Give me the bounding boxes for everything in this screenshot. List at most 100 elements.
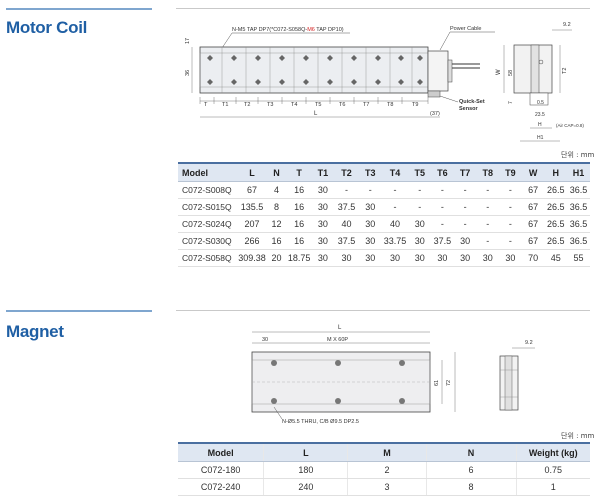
column-header: T4	[381, 163, 409, 182]
motor-coil-unit: 단위 : mm	[561, 151, 595, 159]
side-T2: T2	[562, 68, 568, 74]
magnet-dim-mx60p: M X 60P	[327, 337, 348, 343]
table-cell: 30	[408, 215, 432, 233]
column-header: T3	[358, 163, 382, 182]
table-cell: 309.38	[237, 249, 267, 267]
table-cell: -	[408, 198, 432, 216]
column-header: L	[237, 163, 267, 182]
table-cell: 30	[358, 215, 382, 233]
column-header: Model	[178, 163, 238, 182]
magnet-dim-61: 61	[434, 380, 440, 386]
side-23-5: 23.5	[535, 112, 545, 118]
table-cell: 26.5	[544, 215, 568, 233]
table-cell: 30	[408, 232, 432, 250]
table-cell: 26.5	[544, 232, 568, 250]
table-cell: 67	[521, 181, 545, 199]
table-cell: C072-S024Q	[178, 215, 238, 233]
dim-36: 36	[185, 70, 191, 76]
tap-holes	[207, 55, 423, 85]
table-cell: 30	[381, 249, 409, 267]
quick-set-label-2: Sensor	[459, 106, 479, 112]
table-cell: 8	[425, 478, 517, 496]
magnet-side-9-2: 9.2	[525, 340, 533, 346]
table-cell: 30	[311, 249, 335, 267]
table-cell: 26.5	[544, 181, 568, 199]
table-cell: -	[408, 181, 432, 199]
table-cell: 45	[544, 249, 568, 267]
table-cell: 266	[237, 232, 267, 250]
table-cell: 67	[521, 198, 545, 216]
table-cell: 30	[358, 232, 382, 250]
side-air-cap: (Air CAP=0.8)	[556, 123, 584, 128]
column-header: L	[263, 443, 348, 462]
dim-17: 17	[185, 38, 191, 44]
table-cell: 33.75	[381, 232, 409, 250]
table-cell: 30	[453, 232, 477, 250]
column-header: W	[521, 163, 545, 182]
column-header: M	[347, 443, 427, 462]
dim-label: T2	[244, 102, 250, 108]
column-header: N	[425, 443, 517, 462]
table-cell: 30	[311, 232, 335, 250]
coil-end-cap	[427, 50, 449, 92]
table-cell: 6	[425, 461, 517, 479]
table-cell: 30	[408, 249, 432, 267]
table-cell: 135.5	[237, 198, 267, 216]
side-W: W	[496, 69, 502, 75]
table-cell: 1	[515, 478, 590, 496]
table-cell: -	[431, 215, 454, 233]
table-cell: 3	[347, 478, 427, 496]
column-header: T	[286, 163, 312, 182]
motor-coil-divider	[176, 8, 590, 9]
motor-coil-title-underline	[6, 8, 152, 10]
dim-label: T7	[363, 102, 369, 108]
quick-set-label-1: Quick-Set	[459, 99, 485, 105]
side-H1: H1	[537, 135, 544, 141]
magnet-title: Magnet	[6, 322, 64, 341]
table-cell: -	[499, 232, 522, 250]
table-cell: -	[453, 181, 477, 199]
table-cell: 2	[347, 461, 427, 479]
table-cell: -	[334, 181, 359, 199]
dim-label: T5	[315, 102, 321, 108]
table-cell: C072-S030Q	[178, 232, 238, 250]
table-cell: C072-S015Q	[178, 198, 238, 216]
side-7: 7	[508, 101, 514, 104]
table-cell: 30	[499, 249, 522, 267]
column-header: T8	[476, 163, 500, 182]
table-cell: -	[453, 215, 477, 233]
column-header: T9	[499, 163, 522, 182]
side-9-2: 9.2	[563, 22, 571, 28]
table-cell: 37.5	[334, 232, 359, 250]
table-cell: -	[431, 198, 454, 216]
table-cell: -	[381, 198, 409, 216]
table-cell: -	[476, 198, 500, 216]
coil-body	[199, 46, 429, 94]
magnet-divider	[176, 310, 590, 311]
table-cell: -	[499, 181, 522, 199]
column-header: N	[266, 163, 287, 182]
table-cell: 4	[266, 181, 287, 199]
table-cell: 20	[266, 249, 287, 267]
magnet-dim-L: L	[338, 325, 342, 331]
table-cell: C072-180	[178, 461, 264, 479]
magnet-dim-72: 72	[446, 380, 452, 386]
table-cell: 16	[286, 215, 312, 233]
motor-coil-drawing: N-M5 TAP DP7(*C072-S058Q-M6 TAP DP10) Po…	[185, 22, 584, 142]
table-cell: 8	[266, 198, 287, 216]
dim-label: T6	[339, 102, 345, 108]
table-cell: 240	[263, 478, 348, 496]
table-cell: -	[476, 181, 500, 199]
table-cell: 30	[476, 249, 500, 267]
table-cell: 16	[286, 198, 312, 216]
table-cell: 37.5	[431, 232, 454, 250]
table-cell: -	[453, 198, 477, 216]
table-cell: 180	[263, 461, 348, 479]
